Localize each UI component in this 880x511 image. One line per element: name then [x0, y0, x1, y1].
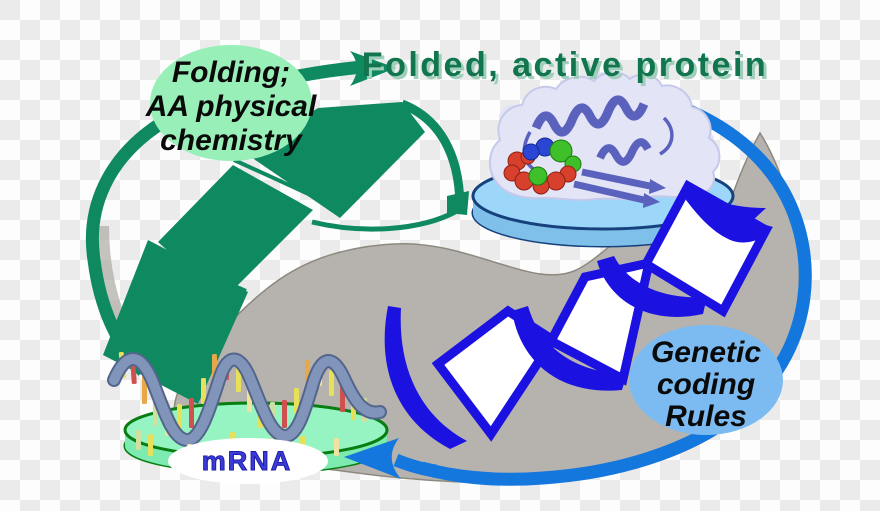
beta-strand-arrow: [643, 193, 660, 208]
genetic-bubble-shape: [629, 325, 783, 435]
title-text-shadow: Folded, active protein: [365, 49, 771, 87]
green-arrowhead-icon: [350, 51, 396, 86]
alpha-helix: [531, 95, 649, 137]
folding-bubble-line: AA physical: [145, 90, 317, 123]
green-ribbon-segment: [158, 165, 313, 300]
ligand-spheres: [503, 137, 582, 195]
folding-bubble-line: Folding;: [172, 56, 290, 89]
base-stick: [329, 370, 334, 396]
atom-sphere: [549, 139, 573, 163]
blue-beta-ribbon: [384, 179, 773, 449]
blue-ribbon-curl: [384, 306, 467, 449]
genetic-bubble-line: Rules: [665, 400, 747, 433]
beta-strand: [581, 168, 651, 190]
title: Folded, active protein Folded, active pr…: [362, 46, 771, 87]
genetic-bubble-line: Genetic: [651, 336, 761, 369]
alpha-helix: [596, 138, 652, 166]
blue-arrowhead-icon: [344, 438, 401, 479]
blue-arrow-to-mrna: [344, 438, 437, 479]
protein-structure: [489, 71, 721, 208]
blue-ribbon-curl: [512, 306, 627, 391]
base-stick: [294, 388, 299, 414]
atom-sphere: [528, 166, 548, 186]
green-ribbon-curl-tip: [447, 191, 469, 215]
beta-strand-arrow: [649, 179, 666, 194]
base-stick: [282, 400, 287, 428]
title-text: Folded, active protein: [362, 46, 768, 84]
folding-bubble-line: chemistry: [160, 124, 303, 157]
base-stick: [148, 434, 153, 456]
surface-body: [489, 71, 721, 201]
atom-sphere: [522, 143, 540, 161]
blue-arrow-shaft: [393, 453, 437, 478]
base-stick: [189, 398, 194, 428]
base-stick: [334, 438, 339, 456]
blue-ribbon-flag: [686, 183, 773, 243]
folding-bubble-shape: [150, 45, 312, 161]
mrna-helix: [107, 351, 387, 462]
protein-surface: [489, 71, 721, 201]
mrna-strand: [109, 354, 385, 445]
mrna-label: mRNA: [168, 438, 328, 484]
green-ribbon-curl: [400, 99, 465, 206]
protein-ribbon-icon: [522, 95, 674, 208]
blue-ribbon-curl: [597, 256, 707, 317]
mrna-label-background: [168, 438, 328, 484]
loop: [659, 116, 674, 156]
genetic-bubble: Genetic coding Rules: [629, 325, 783, 435]
base-stick: [201, 378, 206, 404]
genetic-bubble-line: coding: [657, 368, 755, 401]
atom-sphere: [546, 171, 566, 191]
green-ribbon-edge-line: [311, 208, 459, 232]
mrna-label-text: mRNA: [202, 446, 293, 476]
folding-bubble: Folding; AA physical chemistry: [145, 45, 317, 161]
base-stick: [136, 430, 141, 450]
beta-strand: [573, 180, 645, 204]
